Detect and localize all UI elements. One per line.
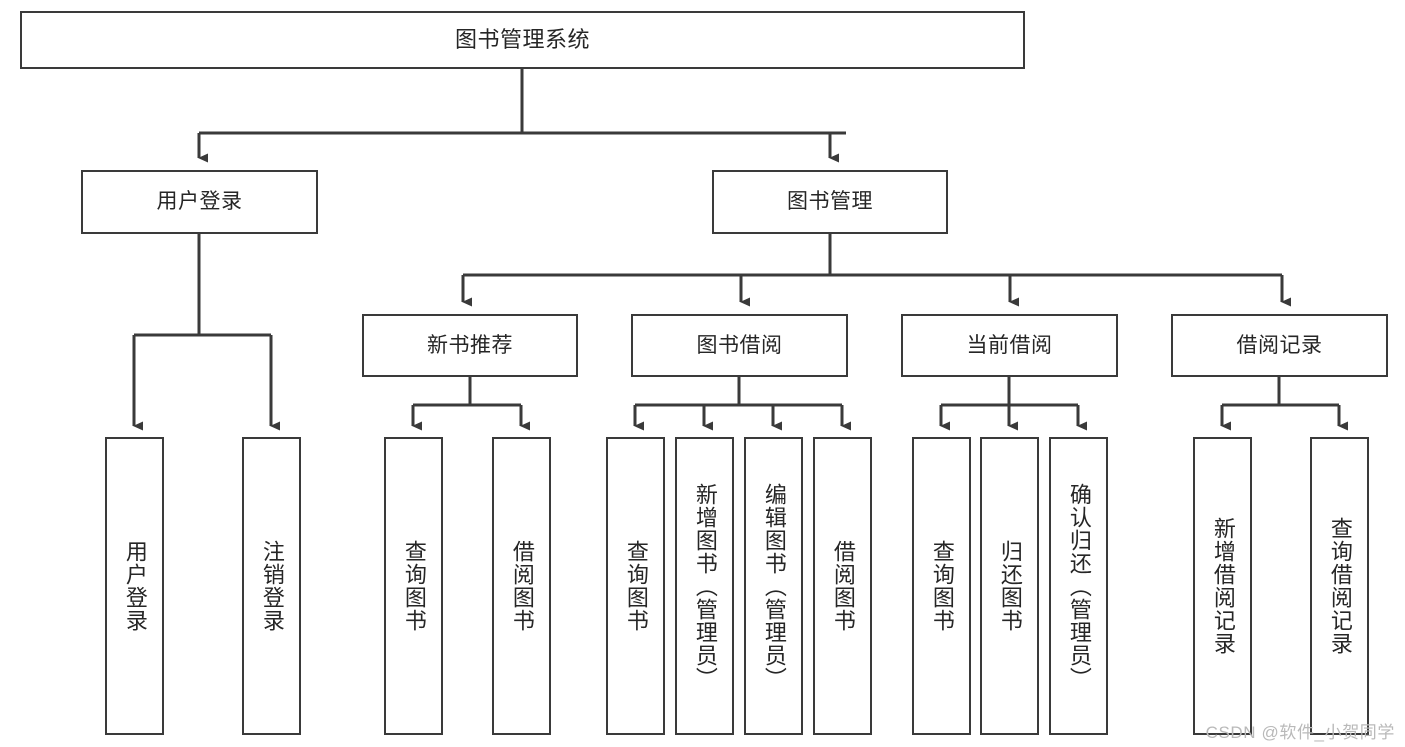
node-leaf-query-book-3[interactable]: 查询图书 [912,437,971,735]
node-leaf-user-login-label: 用户登录 [122,540,148,632]
node-borrow-record-label: 借阅记录 [1236,333,1323,357]
node-leaf-confirm-return-label: 确认归还（管理员） [1066,482,1092,690]
node-leaf-edit-book-label: 编辑图书（管理员） [761,482,787,690]
node-leaf-query-book-1[interactable]: 查询图书 [384,437,443,735]
node-leaf-query-book-2[interactable]: 查询图书 [606,437,665,735]
node-leaf-add-record-label: 新增借阅记录 [1210,517,1236,655]
node-new-book-recommend[interactable]: 新书推荐 [362,314,578,377]
node-leaf-query-book-1-label: 查询图书 [401,540,427,632]
node-book-borrow-label: 图书借阅 [696,333,783,357]
node-leaf-query-record[interactable]: 查询借阅记录 [1310,437,1369,735]
node-book-borrow[interactable]: 图书借阅 [631,314,848,377]
node-leaf-borrow-book-1-label: 借阅图书 [509,540,535,632]
node-leaf-edit-book[interactable]: 编辑图书（管理员） [744,437,803,735]
node-user-login-label: 用户登录 [156,190,243,214]
node-leaf-user-login[interactable]: 用户登录 [105,437,164,735]
node-leaf-query-book-3-label: 查询图书 [929,540,955,632]
node-current-borrow-label: 当前借阅 [966,333,1053,357]
node-leaf-borrow-book-2-label: 借阅图书 [830,540,856,632]
node-leaf-borrow-book-2[interactable]: 借阅图书 [813,437,872,735]
node-leaf-return-book[interactable]: 归还图书 [980,437,1039,735]
node-book-manage-label: 图书管理 [787,190,873,214]
node-leaf-add-book-label: 新增图书（管理员） [692,482,718,690]
node-borrow-record[interactable]: 借阅记录 [1171,314,1388,377]
node-root[interactable]: 图书管理系统 [20,11,1025,69]
node-current-borrow[interactable]: 当前借阅 [901,314,1118,377]
csdn-watermark: CSDN @软件_小贺同学 [1205,723,1395,742]
node-leaf-add-book[interactable]: 新增图书（管理员） [675,437,734,735]
node-leaf-query-book-2-label: 查询图书 [623,540,649,632]
node-leaf-query-record-label: 查询借阅记录 [1327,517,1353,655]
node-leaf-add-record[interactable]: 新增借阅记录 [1193,437,1252,735]
node-leaf-return-book-label: 归还图书 [997,540,1023,632]
node-leaf-confirm-return[interactable]: 确认归还（管理员） [1049,437,1108,735]
node-new-book-recommend-label: 新书推荐 [427,333,513,357]
node-root-label: 图书管理系统 [454,26,590,52]
node-leaf-borrow-book-1[interactable]: 借阅图书 [492,437,551,735]
node-user-login[interactable]: 用户登录 [81,170,318,234]
node-book-manage[interactable]: 图书管理 [712,170,948,234]
node-leaf-logout[interactable]: 注销登录 [242,437,301,735]
node-leaf-logout-label: 注销登录 [259,540,285,632]
